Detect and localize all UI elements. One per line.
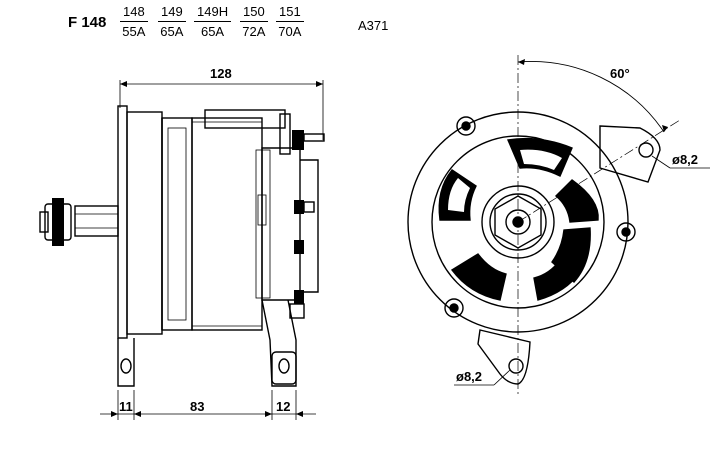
housing-bolt: [444, 298, 464, 318]
hole-lower-label: ø8,2: [456, 369, 482, 384]
variant-149: 149 65A: [158, 4, 186, 39]
dim-rear: 12: [276, 399, 290, 414]
angled-centerline: [517, 119, 681, 223]
variant-151: 151 70A: [276, 4, 304, 39]
variant-current: 65A: [160, 24, 184, 39]
side-view: 128: [39, 66, 325, 420]
angle-label: 60°: [610, 66, 630, 81]
model-label: F 148: [68, 14, 107, 31]
variant-current: 65A: [200, 24, 225, 39]
variant-current: 72A: [242, 24, 266, 39]
top-bracket: [204, 109, 286, 129]
variant-number: 151: [276, 4, 304, 22]
front-view: 60°: [407, 55, 710, 395]
hole-upper-label: ø8,2: [672, 152, 698, 167]
variant-number: 149: [158, 4, 186, 22]
housing-outline: [407, 111, 629, 333]
dim-overall-length: 128: [210, 66, 232, 81]
variant-150: 150 72A: [240, 4, 268, 39]
rear-mount-foot: [261, 299, 297, 387]
variant-148: 148 55A: [120, 4, 148, 39]
center-hex-nut: [494, 195, 542, 249]
upper-hole: [638, 142, 654, 158]
angle-arc: [517, 61, 665, 133]
variant-number: 148: [120, 4, 148, 22]
variant-number: 149H: [194, 4, 232, 22]
front-flange: [117, 105, 128, 339]
housing-bolt: [616, 222, 636, 242]
front-mount-foot: [117, 338, 135, 387]
housing-bolt: [456, 116, 476, 136]
dim-mid: 83: [190, 399, 204, 414]
variant-149h: 149H 65A: [194, 4, 232, 39]
terminal-b-plus: [292, 130, 304, 150]
variant-current: 70A: [278, 24, 302, 39]
variant-number: 150: [240, 4, 268, 22]
lower-hole: [508, 358, 524, 374]
dim-front: 11: [119, 399, 133, 414]
lower-mount-lug: [477, 329, 531, 385]
pulley-shaft: [74, 205, 119, 237]
shaft-nut: [52, 198, 64, 246]
variant-current: 55A: [122, 24, 146, 39]
upper-mount-lug: [599, 125, 661, 183]
drawing-code: A371: [358, 18, 389, 33]
